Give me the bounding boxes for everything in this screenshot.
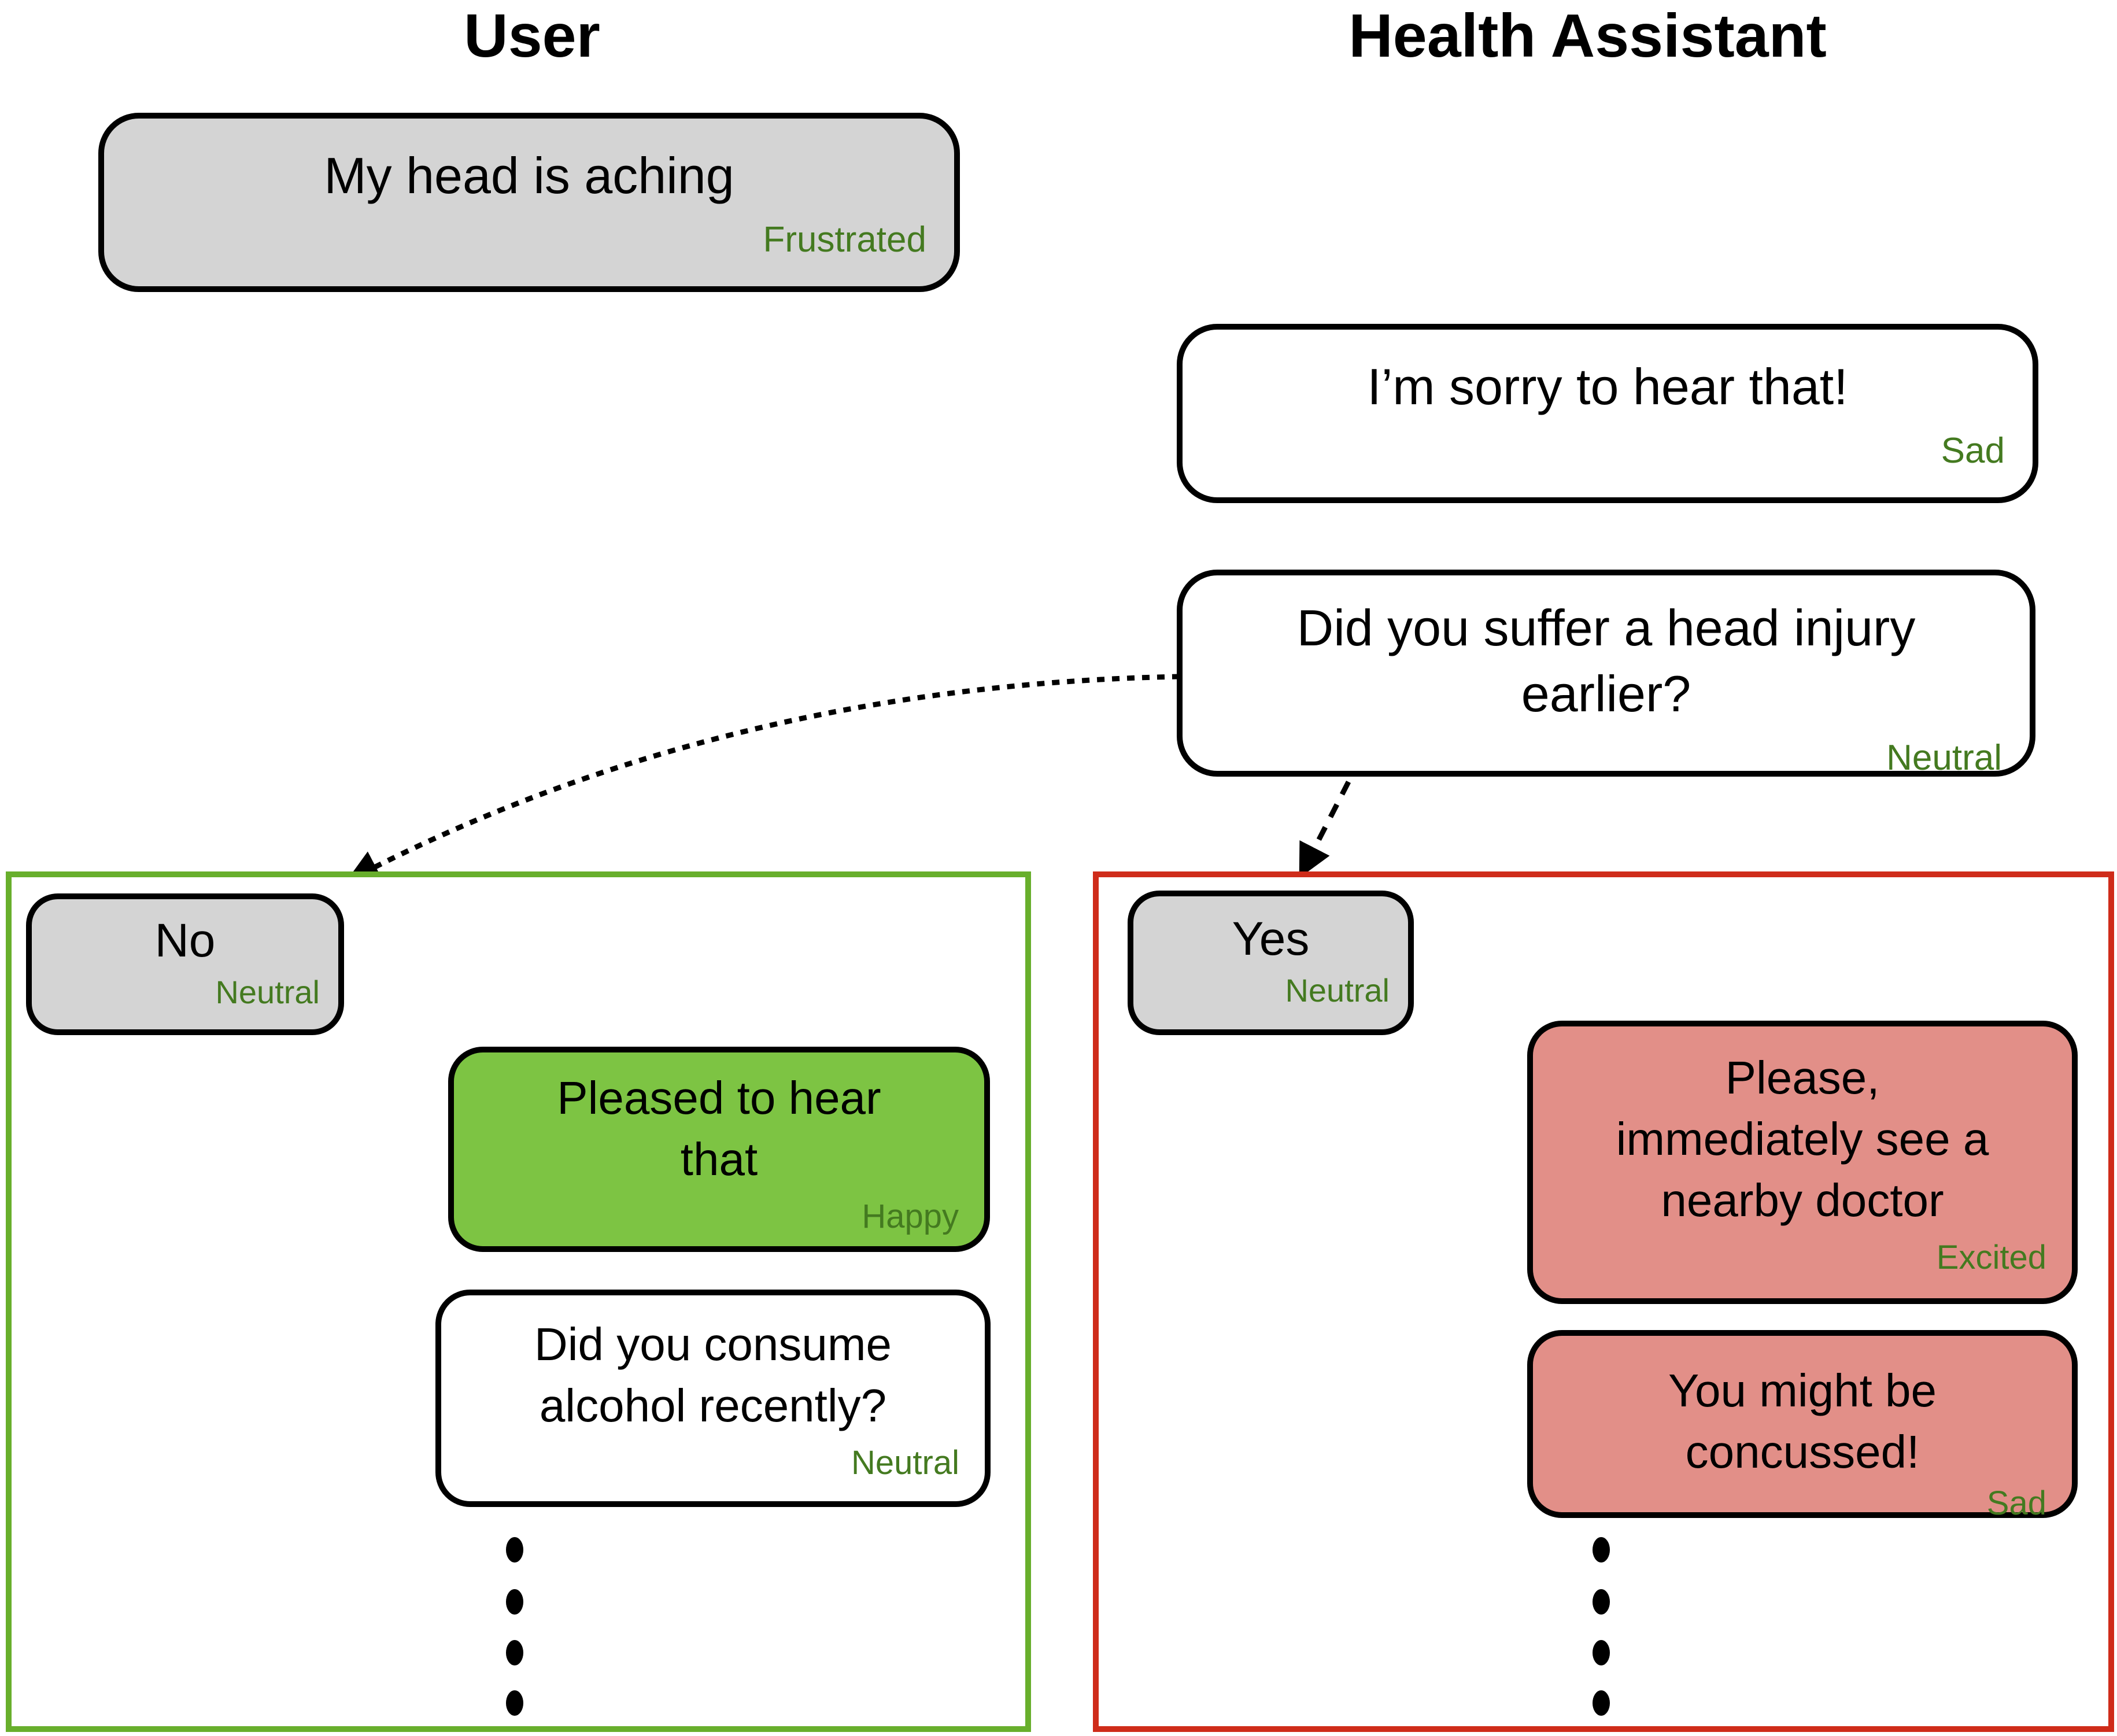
arrow-to-no-branch	[345, 674, 1180, 882]
ellipsis-dot	[506, 1640, 523, 1665]
ellipsis-dot	[506, 1537, 523, 1563]
assistant-message-head-injury: Did you suffer a head injury earlier? Ne…	[1177, 570, 2035, 778]
assistant-column-title: Health Assistant	[1348, 2, 1827, 70]
bubble-text-line: earlier?	[1521, 665, 1691, 722]
assistant-message-concussed: You might be concussed! Sad	[1527, 1330, 2078, 1522]
emotion-label: Neutral	[1285, 972, 1390, 1009]
user-answer-yes: Yes Neutral	[1128, 891, 1414, 1035]
assistant-message-pleased: Pleased to hear that Happy	[448, 1047, 990, 1252]
bubble-text-line: that	[680, 1133, 758, 1185]
bubble-text-line: Pleased to hear	[557, 1072, 881, 1124]
emotion-label: Sad	[1941, 431, 2005, 471]
bubble-text-line: alcohol recently?	[539, 1380, 887, 1431]
bubble-text-line: You might be	[1668, 1365, 1937, 1416]
user-message-head-aching: My head is aching Frustrated	[98, 113, 960, 292]
no-branch-box: No Neutral Pleased to hear that Happy Di…	[6, 871, 1031, 1732]
bubble-text-line: No	[154, 914, 216, 967]
bubble-text-line: Did you suffer a head injury	[1296, 599, 1916, 656]
ellipsis-dot	[506, 1690, 523, 1716]
ellipsis-dot	[1593, 1640, 1610, 1665]
ellipsis-dot	[506, 1589, 523, 1615]
emotion-label: Sad	[1986, 1484, 2046, 1522]
emotion-label: Happy	[862, 1198, 959, 1235]
bubble-text-line: Did you consume	[534, 1318, 892, 1370]
bubble-text-line: immediately see a	[1616, 1113, 1989, 1165]
ellipsis-dot	[1593, 1690, 1610, 1716]
emotion-label: Neutral	[851, 1444, 959, 1482]
ellipsis-dot	[1593, 1589, 1610, 1615]
emotion-label: Excited	[1936, 1239, 2046, 1276]
user-column-title: User	[464, 2, 600, 70]
assistant-message-alcohol: Did you consume alcohol recently? Neutra…	[435, 1290, 991, 1507]
arrow-to-yes-branch	[1299, 780, 1351, 878]
bubble-text-line: concussed!	[1685, 1426, 1920, 1478]
bubble-text-line: Please,	[1725, 1052, 1880, 1103]
assistant-message-sorry: I’m sorry to hear that! Sad	[1177, 324, 2038, 503]
bubble-text-line: I’m sorry to hear that!	[1367, 358, 1848, 415]
emotion-label: Neutral	[215, 974, 320, 1010]
user-answer-no: No Neutral	[26, 893, 344, 1035]
emotion-label: Frustrated	[763, 220, 926, 260]
bubble-text-line: My head is aching	[324, 147, 734, 204]
bubble-text-line: nearby doctor	[1661, 1174, 1944, 1226]
assistant-message-see-doctor: Please, immediately see a nearby doctor …	[1527, 1021, 2078, 1304]
ellipsis-dot	[1593, 1537, 1610, 1563]
emotion-label: Neutral	[1886, 738, 2002, 778]
yes-branch-box: Yes Neutral Please, immediately see a ne…	[1093, 871, 2114, 1732]
bubble-text-line: Yes	[1232, 913, 1310, 965]
